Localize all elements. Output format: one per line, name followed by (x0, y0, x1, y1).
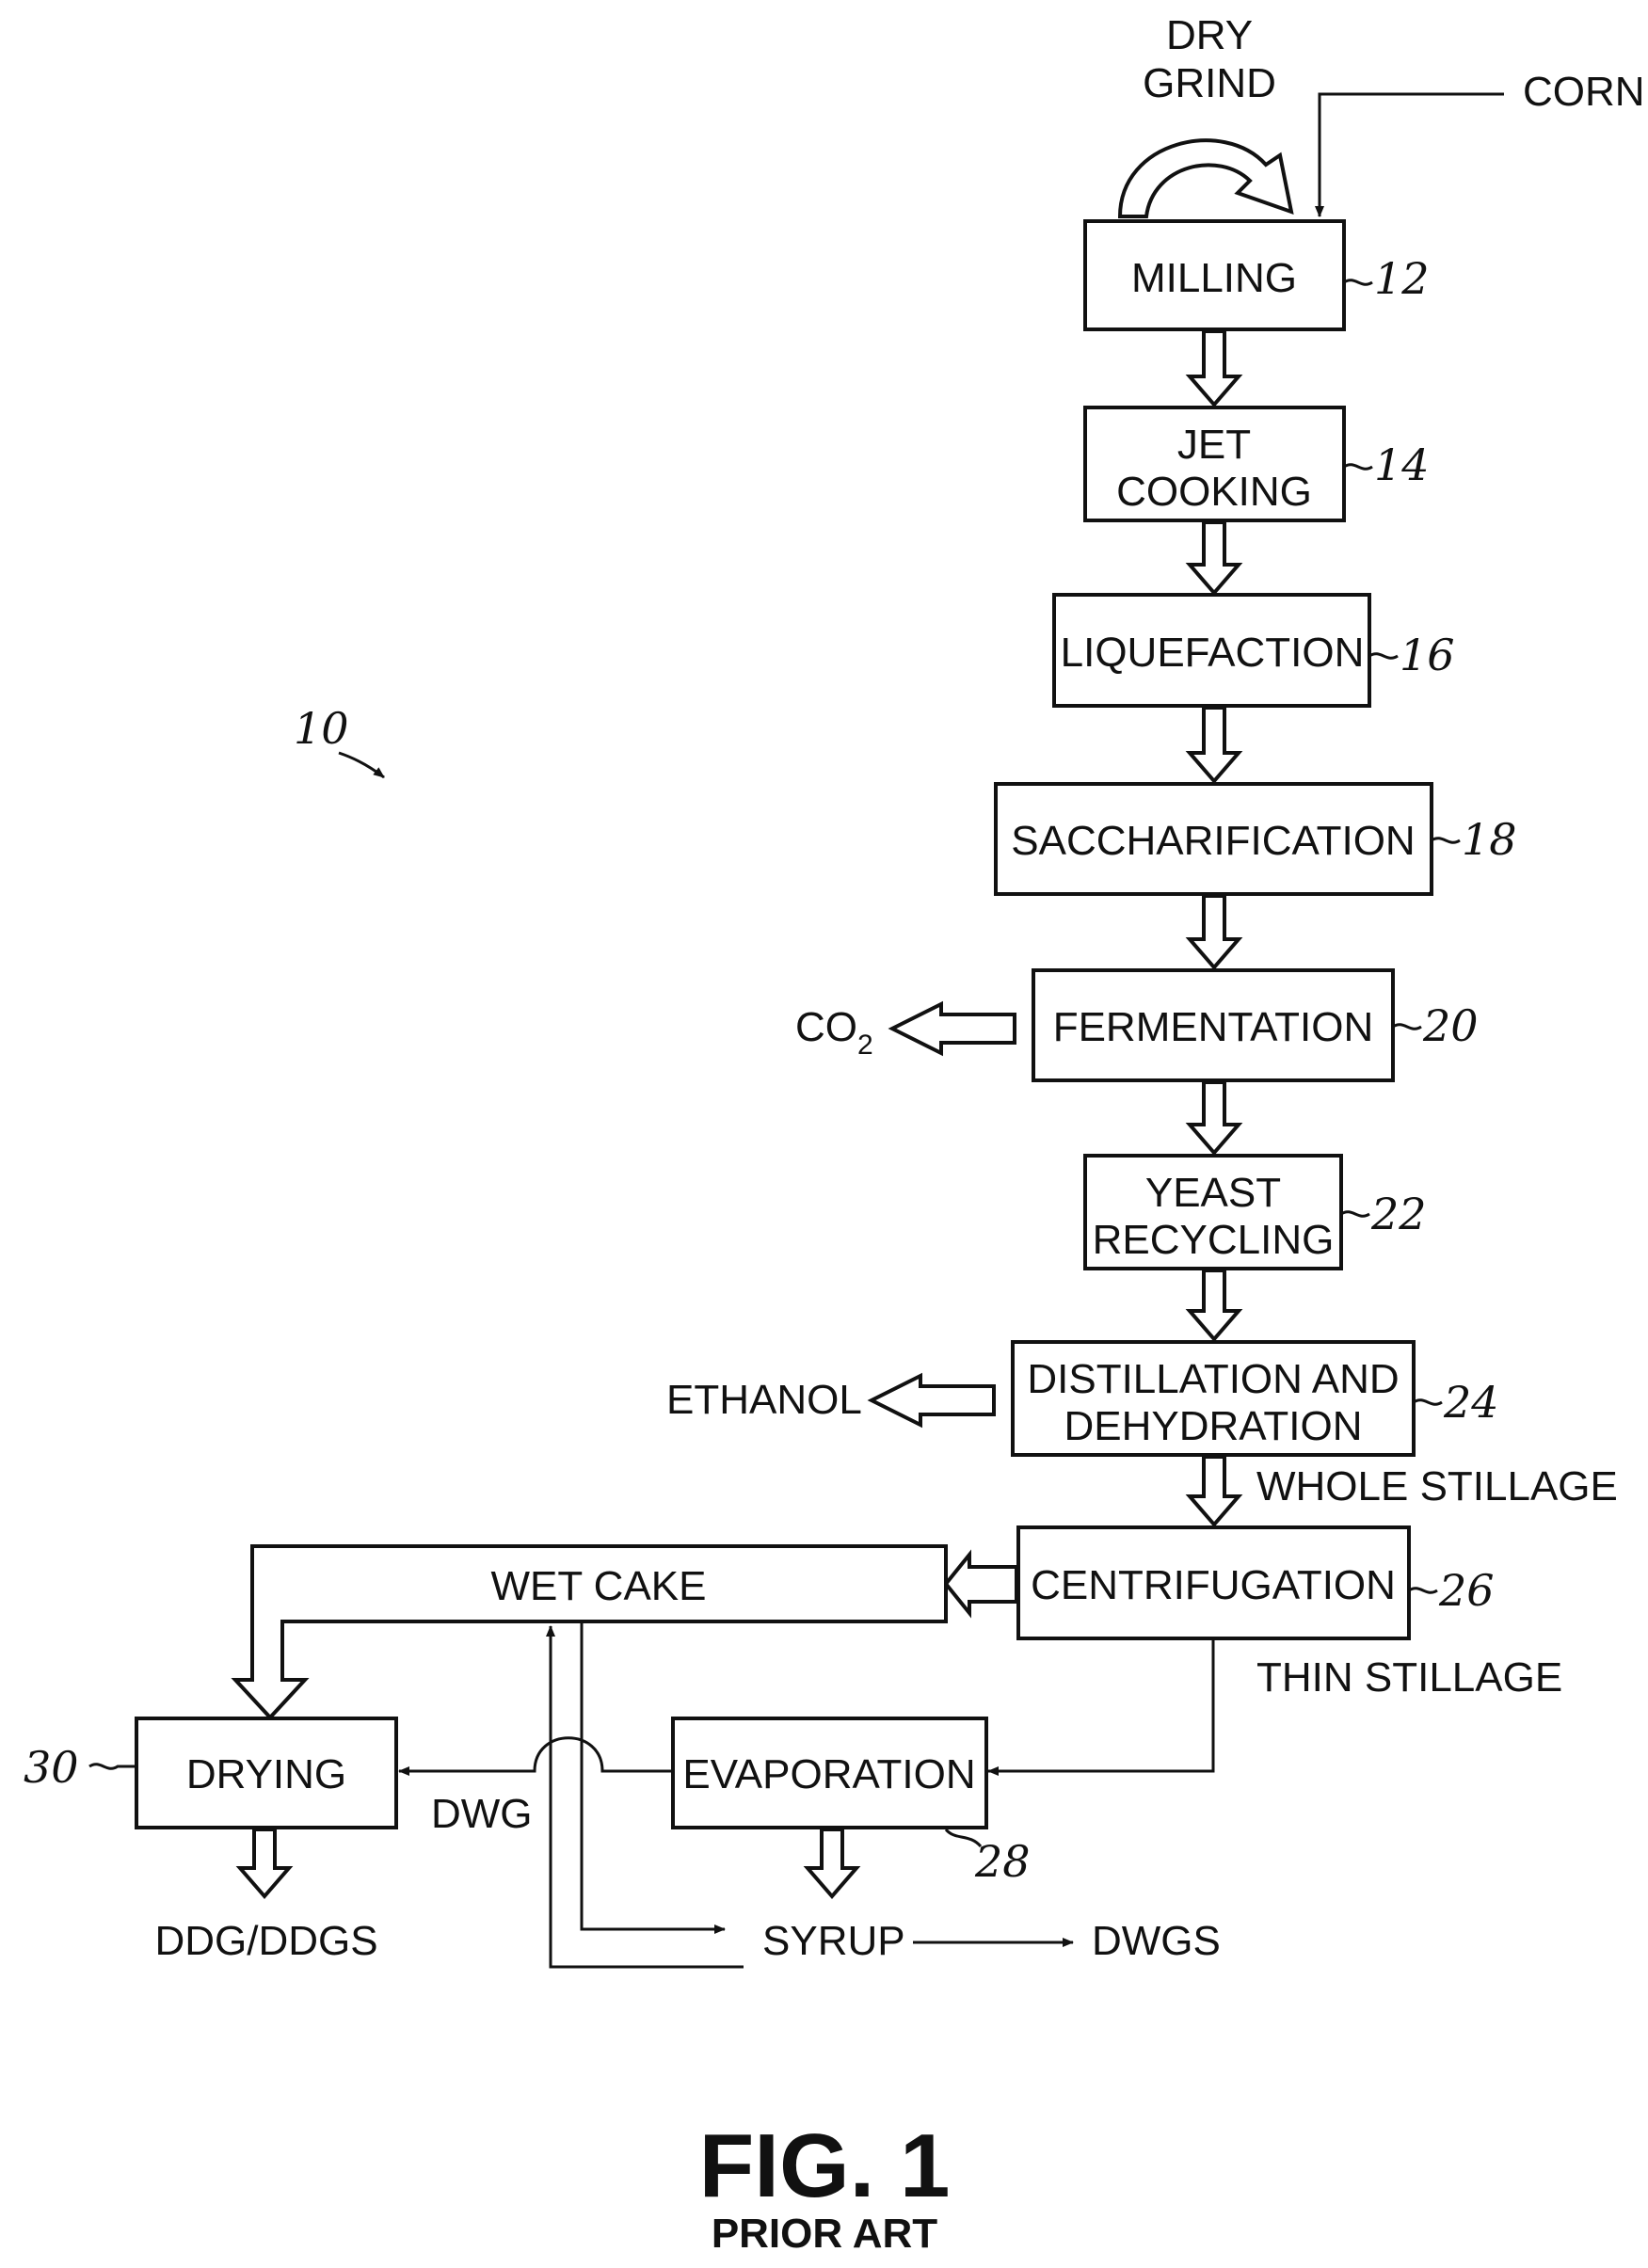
flow-arrow-fermentation-to-yeast (1190, 1082, 1239, 1153)
wet-cake-channel (946, 1555, 1016, 1613)
corn-label: CORN (1523, 69, 1645, 115)
yeast-recycling-label: YEAST (1145, 1170, 1281, 1216)
fermentation-leader (1393, 1025, 1421, 1030)
drying-label: DRYING (186, 1751, 346, 1797)
corn-feed-line (1320, 94, 1504, 216)
flow-arrow-jet-to-liquefaction (1190, 522, 1239, 593)
distillation-leader (1414, 1400, 1442, 1405)
co2-output-arrow (892, 1004, 1015, 1053)
flow-arrow-yeast-to-distillation (1190, 1270, 1239, 1339)
flow-arrow-evaporation-to-syrup (808, 1829, 856, 1896)
saccharification-label: SACCHARIFICATION (1011, 818, 1415, 864)
dwg-label: DWG (431, 1791, 533, 1837)
co2-label: CO2 (795, 1004, 873, 1061)
milling-ref-number: 12 (1374, 253, 1430, 304)
thin-stillage-label: THIN STILLAGE (1256, 1654, 1562, 1701)
liquefaction-ref-number: 16 (1400, 630, 1455, 680)
liquefaction-label: LIQUEFACTION (1061, 630, 1365, 676)
figure-title: FIG. 1 (699, 2116, 951, 2216)
co2-subscript: 2 (857, 1030, 873, 1061)
dry-grind-curved-arrow-icon (1120, 140, 1291, 216)
fermentation-label: FERMENTATION (1053, 1004, 1374, 1050)
flow-arrow-liquefaction-to-saccharification (1190, 708, 1239, 781)
flow-arrow-milling-to-jet (1190, 331, 1239, 405)
yeast-recycling-leader (1341, 1212, 1369, 1217)
ethanol-label: ETHANOL (666, 1377, 862, 1423)
liquefaction-leader (1369, 654, 1398, 659)
centrifugation-label: CENTRIFUGATION (1031, 1562, 1396, 1608)
drying-leader (89, 1765, 136, 1769)
wet-cake-label: WET CAKE (490, 1563, 706, 1609)
evaporation-label: EVAPORATION (682, 1751, 975, 1797)
jet-cooking-label-line2: COOKING (1116, 469, 1312, 515)
syrup-label: SYRUP (762, 1918, 905, 1964)
yeast-recycling-ref-number: 22 (1370, 1189, 1427, 1239)
flow-arrow-saccharification-to-fermentation (1190, 896, 1239, 967)
distillation-label-line2: DEHYDRATION (1064, 1403, 1363, 1449)
milling-leader (1344, 280, 1372, 285)
dry-grind-label-line2: GRIND (1143, 60, 1276, 106)
saccharification-ref-number: 18 (1462, 814, 1517, 865)
ddg-ddgs-label: DDG/DDGS (154, 1918, 377, 1964)
drying-ref-number: 30 (24, 1742, 79, 1793)
milling-label: MILLING (1131, 255, 1297, 301)
dry-grind-label: DRY (1166, 12, 1253, 58)
dwgs-label: DWGS (1092, 1918, 1221, 1964)
flow-arrow-drying-to-ddgs (240, 1829, 289, 1896)
fermentation-ref-number: 20 (1422, 1000, 1479, 1051)
distillation-ref-number: 24 (1443, 1377, 1499, 1428)
saccharification-leader (1432, 839, 1460, 843)
thin-stillage-line (988, 1638, 1213, 1771)
ethanol-output-arrow (872, 1376, 994, 1425)
jet-cooking-leader (1344, 465, 1372, 470)
distillation-label: DISTILLATION AND (1027, 1356, 1399, 1402)
figure-subtitle: PRIOR ART (712, 2211, 937, 2257)
dwg-line (399, 1738, 673, 1771)
jet-cooking-ref-number: 14 (1374, 439, 1430, 490)
system-ref-number: 10 (294, 703, 349, 754)
jet-cooking-label: JET (1177, 422, 1251, 468)
yeast-recycling-label-line2: RECYCLING (1093, 1217, 1335, 1263)
centrifugation-ref-number: 26 (1438, 1565, 1495, 1616)
system-ref-arrow (339, 753, 384, 777)
whole-stillage-label: WHOLE STILLAGE (1256, 1463, 1618, 1509)
evaporation-ref-number: 28 (974, 1836, 1031, 1887)
flow-arrow-distillation-to-centrifugation (1190, 1457, 1239, 1525)
centrifugation-leader (1409, 1589, 1437, 1593)
